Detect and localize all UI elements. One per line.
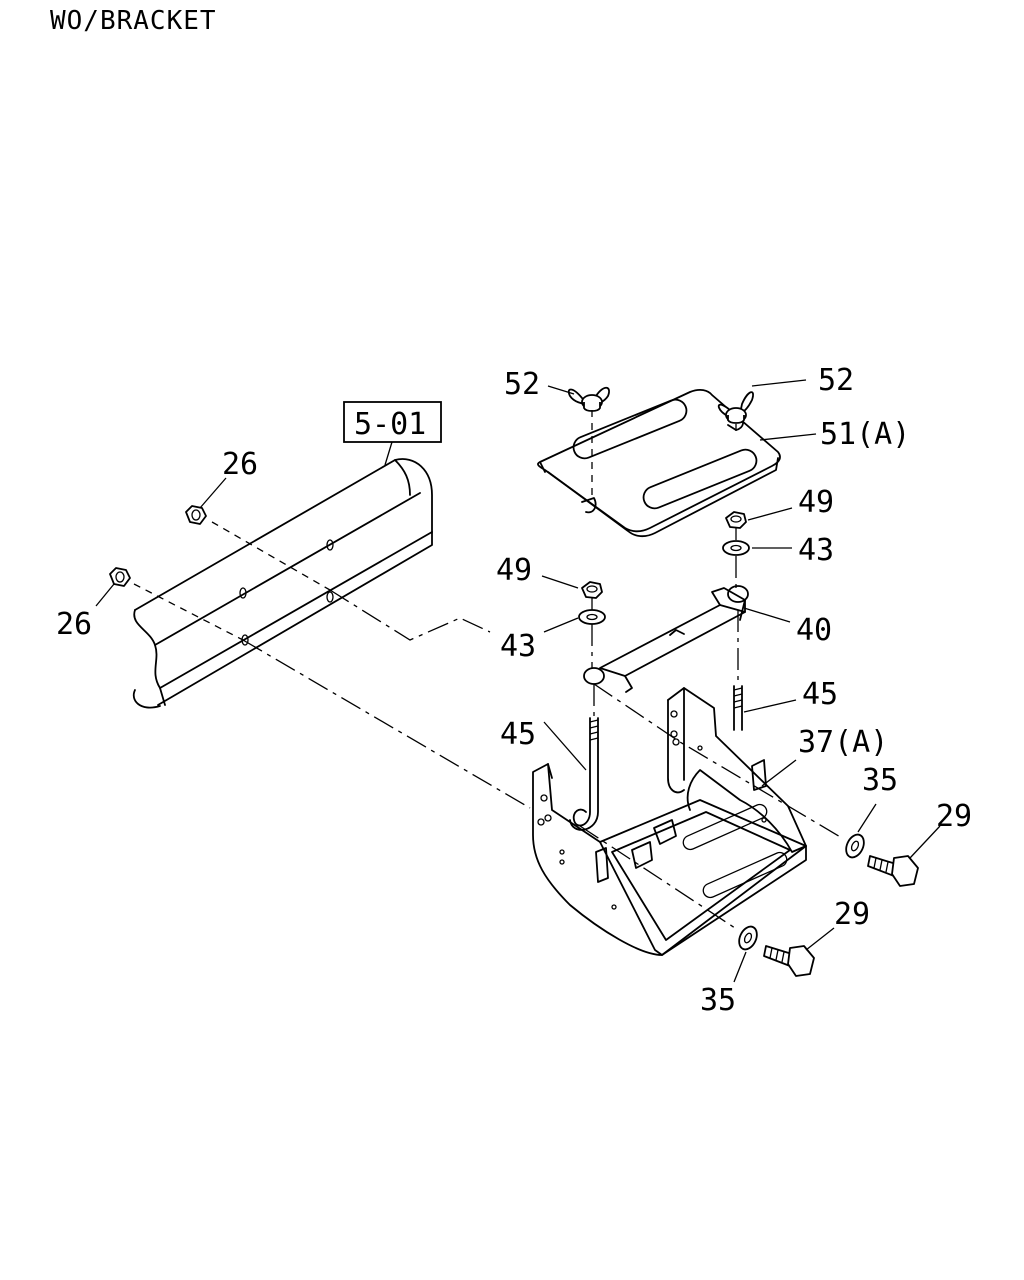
callout-26-lower: 26 [56, 607, 92, 642]
j-bolt-right [733, 685, 743, 731]
page-title: WO/BRACKET [50, 6, 217, 36]
callout-52-left: 52 [504, 367, 540, 402]
callout-45-left: 45 [500, 717, 536, 752]
hex-nut-lower [581, 581, 603, 599]
clamp-bar [583, 585, 749, 693]
washer-35-upper [845, 833, 865, 859]
callout-37a: 37(A) [798, 725, 888, 760]
frame-nut-lower [109, 567, 131, 587]
battery-tray [532, 687, 807, 956]
washer-upper [722, 540, 750, 556]
frame-rail [132, 458, 433, 709]
reference-box: 5-01 [343, 401, 442, 466]
callout-26-upper: 26 [222, 447, 258, 482]
washer-lower [578, 609, 606, 625]
bolt-29-upper [867, 855, 919, 887]
washer-35-lower [738, 925, 758, 951]
callout-29-lower: 29 [834, 897, 870, 932]
battery-cover [537, 388, 781, 538]
leader-lines [95, 379, 941, 983]
wing-nut-right [717, 391, 754, 424]
frame-nut-upper [185, 505, 207, 525]
callout-labels: 26 26 52 52 51(A) 49 43 49 43 40 45 45 3… [56, 363, 972, 1018]
j-bolt-left [569, 717, 599, 831]
reference-label: 5-01 [354, 407, 426, 442]
bolt-29-lower [763, 945, 815, 977]
callout-45-right: 45 [802, 677, 838, 712]
callout-35-lower: 35 [700, 983, 736, 1018]
callout-40: 40 [796, 613, 832, 648]
assembly-lines [133, 410, 843, 931]
callout-43-upper: 43 [798, 533, 834, 568]
callout-35-upper: 35 [862, 763, 898, 798]
callout-52-right: 52 [818, 363, 854, 398]
callout-51a: 51(A) [820, 417, 910, 452]
callout-43-lower: 43 [500, 629, 536, 664]
hex-nut-upper [725, 511, 747, 529]
callout-29-upper: 29 [936, 799, 972, 834]
callout-49-lower: 49 [496, 553, 532, 588]
callout-49-upper: 49 [798, 485, 834, 520]
wing-nut-left [567, 386, 610, 412]
